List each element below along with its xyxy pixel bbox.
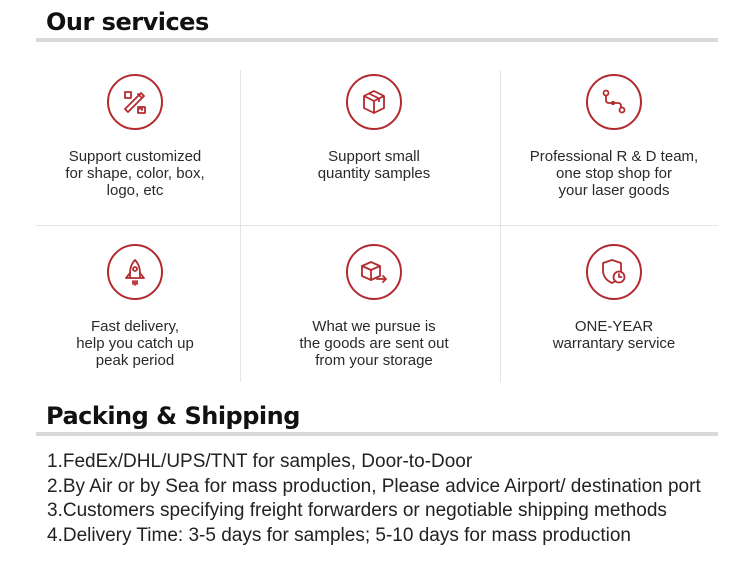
route-icon [586,74,642,130]
shipping-title: Packing & Shipping [46,402,300,430]
service-text: Support customized for shape, color, box… [65,148,205,199]
list-item: 3.Customers specifying freight forwarder… [47,500,667,521]
service-item: What we pursue is the goods are sent out… [251,240,497,396]
rocket-icon [107,244,163,300]
service-item: ONE-YEAR warrantary service [491,240,737,396]
box-send-icon [346,244,402,300]
service-item: Fast delivery, help you catch up peak pe… [12,240,258,396]
service-item: Support customized for shape, color, box… [12,70,258,226]
shield-clock-icon [586,244,642,300]
service-text: Support small quantity samples [317,148,431,182]
services-title: Our services [46,8,209,36]
service-text: What we pursue is the goods are sent out… [299,318,449,369]
shipping-list: 1.FedEx/DHL/UPS/TNT for samples, Door-to… [47,450,701,548]
grid-divider [500,70,501,382]
service-item: Support small quantity samples [251,70,497,226]
box-icon [346,74,402,130]
services-title-rule [36,38,718,42]
list-item: 4.Delivery Time: 3-5 days for samples; 5… [47,524,631,546]
service-text: Professional R & D team, one stop shop f… [529,148,699,199]
services-grid: Support customized for shape, color, box… [0,70,750,382]
service-text: Fast delivery, help you catch up peak pe… [76,318,194,369]
service-text: ONE-YEAR warrantary service [552,318,676,352]
list-item: 2.By Air or by Sea for mass production, … [47,475,701,497]
pencil-ruler-icon [107,74,163,130]
grid-divider [240,70,241,382]
grid-divider [36,225,718,226]
list-item: 1.FedEx/DHL/UPS/TNT for samples, Door-to… [47,451,473,472]
service-item: Professional R & D team, one stop shop f… [491,70,737,226]
shipping-title-rule [36,432,718,436]
